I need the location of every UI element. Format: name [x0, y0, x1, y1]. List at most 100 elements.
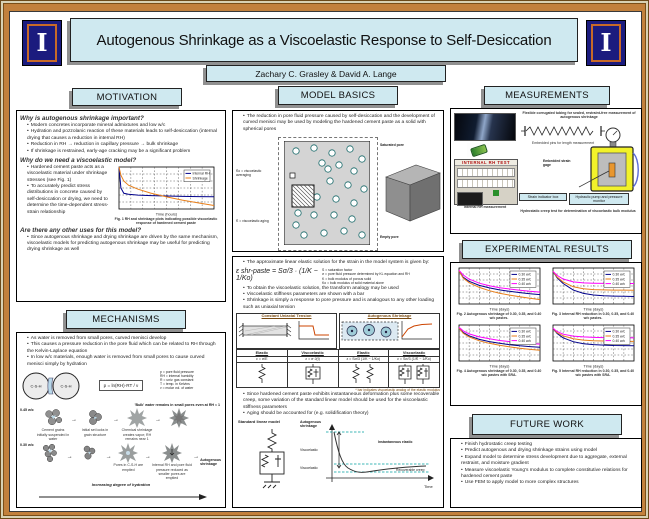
two-kelvin-units-icon	[398, 364, 430, 385]
poster: I Autogenous Shrinkage as a Viscoelastic…	[9, 11, 642, 512]
empty-pore-label: Empty pore	[380, 235, 399, 240]
row2-wc-label: 0.30 w/c	[20, 443, 34, 448]
arrow-icon: →	[71, 416, 77, 423]
standard-linear-model-diagram: Standard linear model Time Autogenous sh…	[236, 418, 440, 494]
pins-label: Embedded pins for length measurement	[531, 141, 595, 145]
svg-text:C-S-H: C-S-H	[60, 383, 71, 388]
rh-software-screenshot: INTERNAL RH TEST	[454, 159, 518, 206]
measurements-header-text: MEASUREMENTS	[505, 90, 589, 101]
hydration-axis-label: Increasing degree of hydration	[91, 481, 151, 487]
svg-text:0.40 w/c: 0.40 w/c	[613, 282, 626, 286]
bullet: Since hardened cement paste exhibits ins…	[243, 392, 440, 411]
arrow-icon: →	[66, 454, 73, 461]
model-basics-box-2: The approximate linear elastic solution …	[232, 256, 444, 508]
fig2-caption: Fig. 2 Autogenous shrinkage of 0.30, 0.3…	[456, 312, 542, 321]
two-springs-icon	[352, 364, 375, 384]
col-header: Viscoelastic	[388, 348, 440, 357]
kelvin-unit-icon	[305, 364, 321, 385]
svg-text:Time (days): Time (days)	[490, 364, 511, 368]
pump-label: Hydraulic pump and pressure monitor	[569, 193, 629, 205]
svg-text:Time (days): Time (days)	[584, 364, 605, 368]
motivation-header-text: MOTIVATION	[96, 91, 158, 103]
bullet: Since autogenous shrinkage and drying sh…	[27, 235, 222, 254]
bullet: Use FEM to apply model to more complex s…	[461, 480, 638, 486]
panel2-title: Autogenous Shrinkage	[367, 313, 412, 319]
bullet: Expand model to determine stress develop…	[461, 455, 638, 468]
svg-text:0.30 w/c: 0.30 w/c	[613, 273, 626, 277]
standard-linear-list: Since hardened cement paste exhibits ins…	[243, 392, 440, 418]
svg-text:Time (hours): Time (hours)	[156, 212, 178, 216]
bullet: The approximate linear elastic solution …	[243, 260, 440, 266]
grains-set-icon	[83, 446, 96, 460]
motivation-q1: Why is autogenous shrinkage important?	[20, 115, 144, 122]
bullet: If shrinkage is restrained, early-age cr…	[27, 149, 222, 155]
viscoelastic-list: To obtain the viscoelastic solution, the…	[243, 286, 440, 312]
menisci-diagram: C-S-H C-S-H	[22, 372, 80, 400]
svg-text:Shrinkage: Shrinkage	[193, 176, 208, 180]
svg-text:0.30 w/c: 0.30 w/c	[613, 329, 626, 333]
future-work-header-text: FUTURE WORK	[509, 419, 585, 430]
bullet: Shrinkage is simply a response to pore p…	[243, 298, 440, 311]
bullet: Modern concretes incorporate mineral adm…	[27, 123, 222, 129]
porous-solid-diagram	[284, 141, 370, 246]
svg-text:0.35 w/c: 0.35 w/c	[519, 334, 532, 338]
tube-label: Flexible corrugated tubing for sealed, r…	[522, 111, 636, 120]
bullet: Measure viscoelastic Young's modulus to …	[461, 468, 638, 481]
bullet: As water is removed from small pores, cu…	[27, 336, 222, 342]
svg-text:Time (days): Time (days)	[490, 308, 511, 312]
svg-text:0.40 w/c: 0.40 w/c	[519, 339, 532, 343]
kelvin-laplace-equation: p = ln(RH)·RT / ν	[98, 380, 144, 392]
motivation-q3-list: Since autogenous shrinkage and drying sh…	[27, 235, 222, 254]
col-header: Viscoelastic	[286, 348, 339, 357]
emptying-blob-icon	[118, 443, 139, 464]
gage-label: Embedded strain gage	[543, 159, 571, 168]
experimental-results-header-text: EXPERIMENTAL RESULTS	[484, 244, 610, 255]
fig1-caption: Fig. 1 RH and shrinkage plots indicating…	[114, 216, 218, 226]
corrugated-tube-drawing	[521, 126, 605, 136]
svg-text:0.40 w/c: 0.40 w/c	[519, 282, 532, 286]
illinois-logo-left: I	[22, 20, 62, 66]
bullet: Viscoelastic stiffness parameters are sh…	[243, 292, 440, 298]
bullet: Hydration and pozzolanic reaction of the…	[27, 129, 222, 142]
motivation-header: MOTIVATION	[72, 88, 182, 106]
bullet: To obtain the viscoelastic solution, the…	[243, 286, 440, 292]
motivation-q2: Why do we need a viscoelastic model?	[20, 156, 137, 164]
hydrating-blob-icon	[127, 408, 147, 429]
model-basics-box-1: The reduction in pore fluid pressure cau…	[232, 110, 444, 252]
bullet: In low w/c materials, enough water is re…	[27, 355, 222, 368]
authors-text: Zachary C. Grasley & David A. Lange	[255, 68, 397, 79]
measurements-box: INTERNAL RH TEST Internal RH measurement…	[450, 108, 642, 234]
elastic-viscoelastic-table: Elastic Viscoelastic Elastic Viscoelasti…	[236, 348, 440, 388]
svg-text:0.40 w/c: 0.40 w/c	[613, 339, 626, 343]
future-work-list: Finish hydrostatic creep testing Predict…	[461, 442, 638, 487]
resp-ylabel: Autogenous shrinkage	[300, 419, 321, 428]
grains-suspended-icon	[43, 444, 58, 463]
motivation-q1-list: Modern concretes incorporate mineral adm…	[27, 123, 222, 155]
slm-schematic	[259, 428, 285, 488]
future-work-box: Finish hydrostatic creep testing Predict…	[450, 438, 642, 508]
illinois-logo-letter: I	[591, 24, 621, 62]
svg-text:0.30 w/c: 0.30 w/c	[519, 329, 532, 333]
sensor-photo	[467, 143, 489, 158]
saturated-pore-label: Saturated pore	[380, 143, 404, 148]
poster-title: Autogenous Shrinkage as a Viscoelastic R…	[70, 18, 578, 62]
autogenous-shrinkage-diagram	[341, 320, 433, 341]
hydro-caption: Hydrostatic creep test for determination…	[520, 209, 636, 213]
svg-text:0.35 w/c: 0.35 w/c	[613, 277, 626, 281]
resp-label-viscoelastic-1: Viscoelastic	[300, 447, 318, 452]
model-basics-header-text: MODEL BASICS	[300, 90, 376, 101]
authors: Zachary C. Grasley & David A. Lange	[206, 65, 446, 82]
composite-block-3d	[385, 164, 441, 222]
hydration-axis-arrow	[39, 493, 207, 500]
pore-model-diagram: K̄o = viscoelastic averaging K̄ = viscoe…	[236, 135, 441, 251]
svg-text:C-S-H: C-S-H	[30, 383, 41, 388]
k-label: K̄ = viscoelastic aging	[236, 219, 269, 224]
arrow-icon: →	[144, 454, 151, 461]
tube-photo	[454, 113, 516, 141]
model-basics-header: MODEL BASICS	[278, 86, 398, 105]
slm-label: Standard linear model	[238, 418, 281, 424]
